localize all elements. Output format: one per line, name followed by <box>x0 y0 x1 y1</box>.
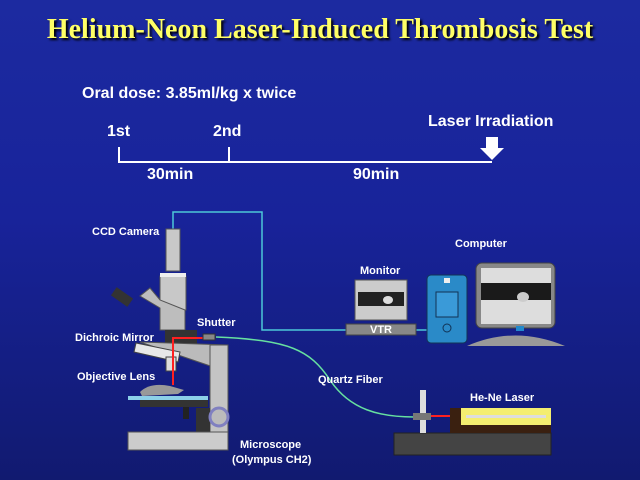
video-cable <box>172 211 346 331</box>
dose-text: Oral dose: 3.85ml/kg x twice <box>82 85 297 102</box>
label-dichroic-mirror: Dichroic Mirror <box>75 332 154 344</box>
label-quartz-fiber: Quartz Fiber <box>318 374 383 386</box>
label-microscope: Microscope <box>240 439 302 451</box>
vtr-box <box>345 323 417 336</box>
ccd-camera <box>165 228 181 272</box>
timeline-irradiation: Laser Irradiation <box>428 113 554 130</box>
quartz-fiber <box>215 336 415 418</box>
microscope <box>110 228 230 451</box>
interval-90: 90min <box>353 166 400 183</box>
label-monitor: Monitor <box>360 265 401 277</box>
down-arrow-icon <box>480 137 504 160</box>
timeline-first: 1st <box>107 123 131 140</box>
label-ccd-camera: CCD Camera <box>92 226 160 238</box>
timeline-second: 2nd <box>213 123 242 140</box>
label-vtr: VTR <box>370 324 392 336</box>
label-shutter: Shutter <box>197 317 236 329</box>
label-objective-lens: Objective Lens <box>77 371 156 383</box>
shutter <box>202 333 216 341</box>
label-microscope-model: (Olympus CH2) <box>232 454 312 466</box>
page-title: Helium-Neon Laser-Induced Thrombosis Tes… <box>46 14 594 45</box>
label-laser: He-Ne Laser <box>470 392 535 404</box>
he-ne-laser <box>393 390 552 456</box>
timeline <box>118 137 504 163</box>
interval-30: 30min <box>147 166 194 183</box>
label-computer: Computer <box>455 238 507 250</box>
